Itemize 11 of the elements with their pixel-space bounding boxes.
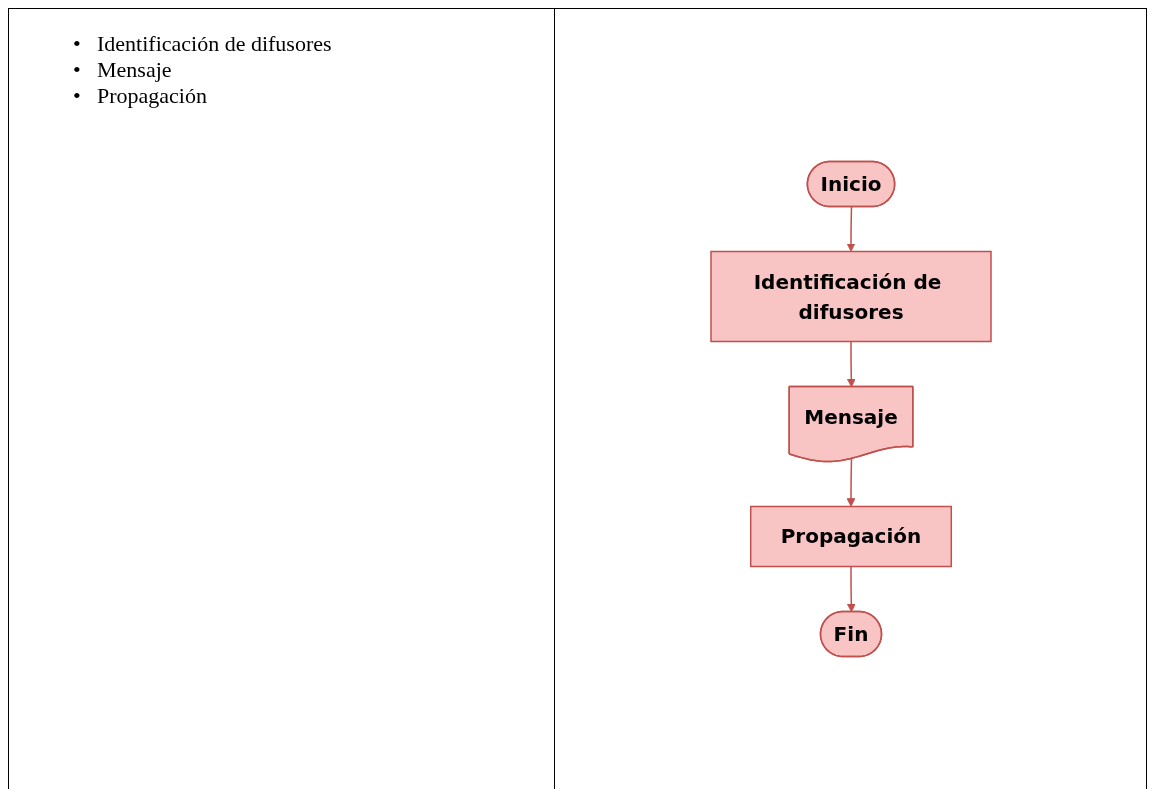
- node-box: Propagación: [749, 505, 952, 568]
- list-item-text: Propagación: [97, 83, 208, 109]
- bullet-marker: •: [73, 57, 82, 83]
- arrow: [846, 565, 856, 613]
- list-item-text: Identificación de difusores: [97, 31, 332, 57]
- bullet-marker: •: [73, 31, 82, 57]
- arrow: [846, 206, 855, 252]
- arrow: [846, 458, 855, 507]
- node-box: Identificación de difusores: [709, 250, 992, 343]
- list-item-text: Mensaje: [97, 57, 173, 83]
- bullet-marker: •: [73, 83, 82, 109]
